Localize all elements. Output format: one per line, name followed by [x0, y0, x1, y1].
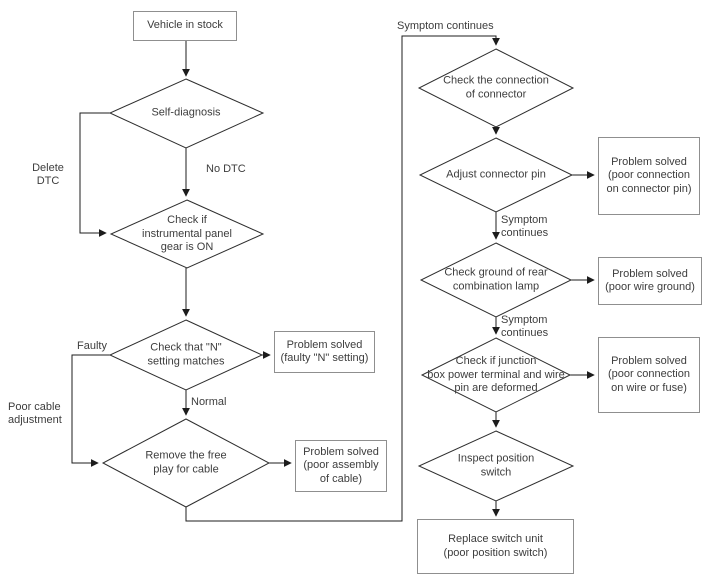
edge-label-no-dtc: No DTC — [206, 163, 246, 175]
result-box-solved-cable: Problem solved (poor assembly of cable) — [295, 440, 387, 492]
decision-panel-gear-shape — [109, 199, 265, 269]
result-box-solved-n-setting: Problem solved (faulty "N" setting) — [274, 331, 375, 373]
decision-ground-lamp-shape — [419, 242, 573, 318]
connector-delete-dtc-loop — [79, 112, 110, 237]
edge-label-delete-dtc: Delete DTC — [32, 162, 64, 187]
result-box-solved-wire-fuse: Problem solved (poor connection on wire … — [598, 337, 700, 413]
decision-n-setting-shape — [108, 319, 264, 391]
edge-label-normal: Normal — [191, 396, 227, 408]
connector-symptom-continues-loop — [185, 35, 500, 522]
decision-connector-connection-shape — [417, 48, 575, 128]
process-box-replace-switch-unit: Replace switch unit (poor position switc… — [417, 519, 574, 574]
decision-free-play-shape — [101, 418, 271, 508]
connector-poor-cable-loop — [71, 354, 110, 467]
result-box-solved-wire-ground: Problem solved (poor wire ground) — [598, 257, 702, 305]
decision-self-diagnosis-shape — [108, 78, 265, 149]
edge-label-symptom-continues-loop: Symptom continues — [397, 20, 494, 32]
edge-label-poor-cable-adjustment: Poor cable adjustment — [8, 401, 62, 426]
process-box-vehicle-in-stock: Vehicle in stock — [133, 11, 237, 41]
decision-adjust-pin-shape — [418, 137, 574, 213]
edge-label-symptom-continues-3: Symptom continues — [501, 314, 549, 339]
decision-inspect-switch-shape — [417, 430, 575, 502]
decision-junction-box-shape — [420, 337, 572, 413]
edge-label-faulty: Faulty — [77, 340, 107, 352]
edge-label-symptom-continues-2: Symptom continues — [501, 214, 549, 239]
result-box-solved-connector-pin: Problem solved (poor connection on conne… — [598, 137, 700, 215]
